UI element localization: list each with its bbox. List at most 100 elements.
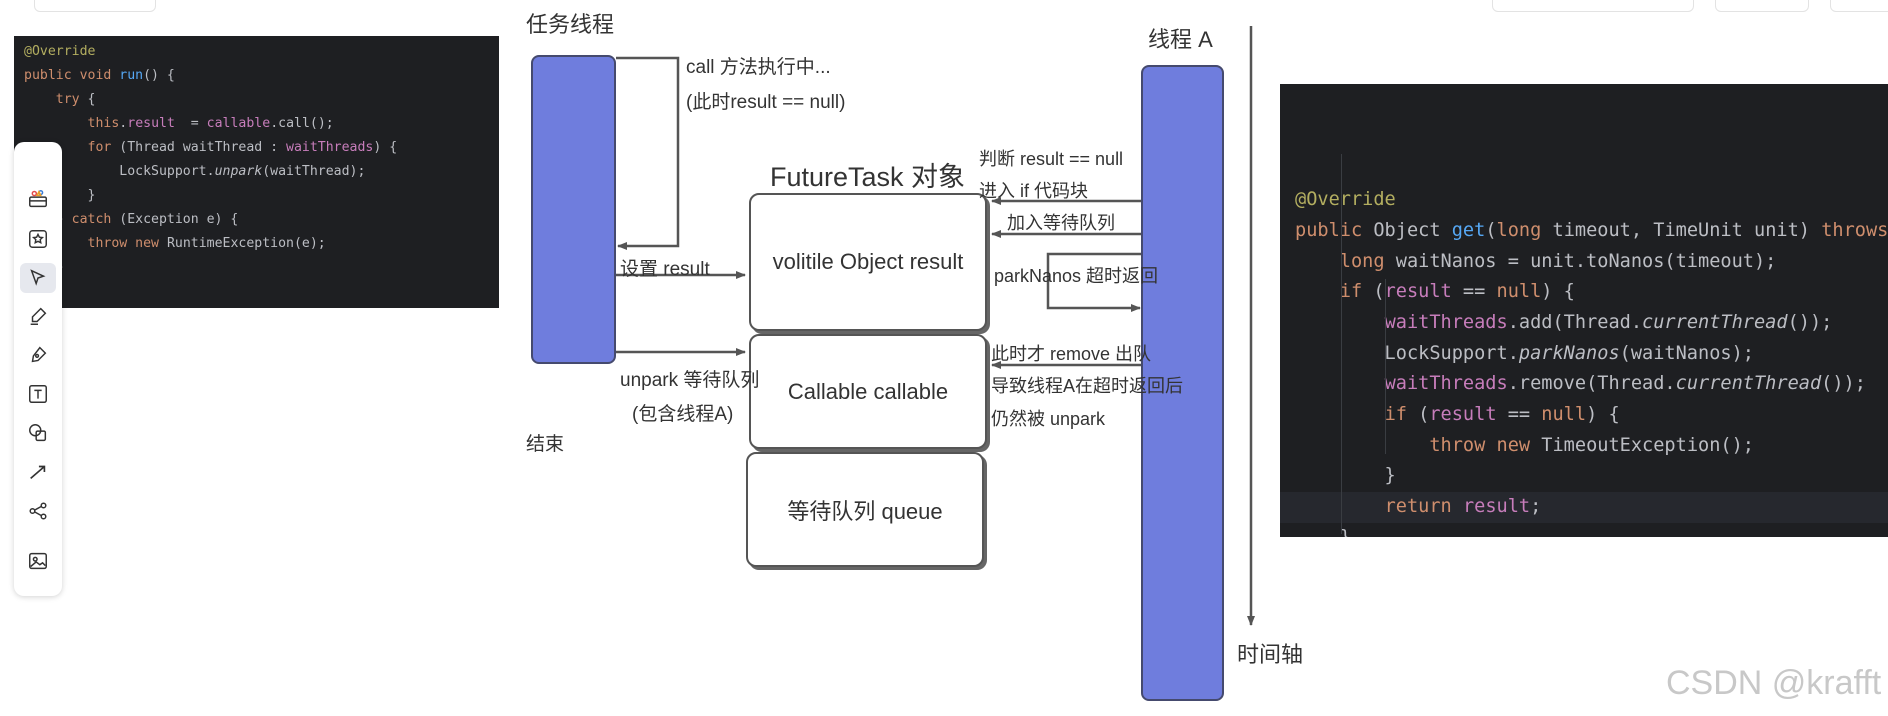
parknanos-timeout-label: parkNanos 超时返回	[994, 266, 1159, 286]
code-token: try	[55, 92, 80, 107]
thread-a-title: 线程 A	[1148, 27, 1213, 52]
remove-late-label-1: 此时才 remove 出队	[991, 344, 1152, 364]
code-line: }	[1295, 523, 1888, 537]
call-running-label: call 方法执行中...	[686, 57, 831, 78]
code-token: ) {	[373, 140, 398, 155]
code-line: public void run() {	[24, 64, 499, 88]
code-token: parkNanos	[1518, 342, 1620, 364]
code-line: if (result == null) {	[1295, 400, 1888, 431]
code-token: ) {	[1586, 404, 1620, 426]
code-token: public void	[24, 68, 120, 83]
code-token: .add(Thread.	[1507, 311, 1643, 333]
code-token: long	[1339, 250, 1385, 272]
code-token: currentThread	[1675, 373, 1822, 395]
task-thread-bar	[531, 55, 616, 364]
code-line: if (result == null) {	[1295, 277, 1888, 308]
code-token: if	[1339, 281, 1363, 303]
code-token: return	[1384, 496, 1452, 518]
code-token: (	[1362, 281, 1385, 303]
timeline-label: 时间轴	[1237, 642, 1304, 667]
code-line: this.result = callable.call();	[24, 112, 499, 136]
check-result-null-label: 判断 result == null	[979, 149, 1124, 169]
enter-if-label: 进入 if 代码块	[979, 181, 1089, 201]
end-label: 结束	[526, 434, 565, 455]
star-box-icon[interactable]	[20, 224, 56, 254]
image-icon[interactable]	[20, 546, 56, 576]
thread-a-bar	[1141, 65, 1224, 701]
join-queue-label: 加入等待队列	[1007, 213, 1115, 233]
code-token: LockSupport.	[24, 164, 215, 179]
code-token: null	[1496, 281, 1542, 303]
code-token: ());	[1821, 373, 1866, 395]
code-token: RuntimeException(e);	[159, 236, 326, 251]
marker-icon[interactable]	[20, 301, 56, 331]
code-token: }	[1295, 527, 1351, 537]
code-token: waitThreads	[286, 140, 374, 155]
code-line: }	[1295, 461, 1888, 492]
code-line: waitThreads.add(Thread.currentThread());	[1295, 308, 1888, 339]
code-token: LockSupport.	[1295, 342, 1519, 364]
code-line: LockSupport.parkNanos(waitNanos);	[1295, 339, 1888, 370]
cursor-icon[interactable]	[20, 263, 56, 293]
shapes-icon[interactable]	[20, 418, 56, 448]
unpark-queue-label: unpark 等待队列	[620, 370, 760, 391]
code-token: callable	[206, 116, 271, 131]
code-line: for (Thread waitThread : waitThreads) {	[24, 136, 499, 160]
code-token: throw new	[87, 236, 159, 251]
top-button-stub[interactable]	[1492, 0, 1694, 12]
code-token: @Override	[24, 44, 96, 59]
includes-thread-a-label: (包含线程A)	[632, 404, 734, 425]
code-token: (waitNanos);	[1619, 342, 1754, 364]
code-line: public Object get(long timeout, TimeUnit…	[1295, 216, 1888, 247]
code-token: =	[174, 116, 207, 131]
code-token: {	[79, 92, 96, 107]
code-token: .	[119, 116, 128, 131]
code-token: ) {	[1541, 281, 1575, 303]
code-token: unpark	[214, 164, 263, 179]
code-token: @Override	[1295, 189, 1396, 211]
code-token: currentThread	[1642, 311, 1788, 333]
code-token: () {	[143, 68, 175, 83]
remove-late-label-2: 导致线程A在超时返回后	[991, 376, 1184, 396]
pen-icon[interactable]	[20, 340, 56, 370]
top-tab-stub[interactable]	[34, 0, 156, 12]
code-token: result	[127, 116, 175, 131]
code-token: ());	[1787, 311, 1833, 333]
code-token: for	[87, 140, 112, 155]
code-token: throw new	[1429, 434, 1531, 456]
code-token: waitThreads	[1384, 373, 1508, 395]
task-thread-title: 任务线程	[526, 12, 615, 37]
code-line: LockSupport.unpark(waitThread);	[24, 160, 499, 184]
code-line: try {	[24, 88, 499, 112]
futuretask-title: FutureTask 对象	[770, 162, 966, 192]
code-token: throws	[1821, 219, 1888, 241]
share-nodes-icon[interactable]	[20, 496, 56, 526]
top-button-stub[interactable]	[1715, 0, 1809, 12]
code-token: result	[1384, 281, 1452, 303]
code-token: if	[1384, 404, 1407, 426]
code-token: null	[1541, 404, 1587, 426]
get-method-code-panel: @Override public Object get(long timeout,…	[1280, 84, 1888, 537]
result-field-box: volitile Object result	[749, 193, 987, 331]
code-token: waitNanos = unit.toNanos(timeout);	[1384, 250, 1777, 272]
text-box-icon[interactable]	[20, 379, 56, 409]
code-token: catch	[71, 212, 112, 227]
top-button-stub[interactable]	[1830, 0, 1888, 12]
result-null-note: (此时result == null)	[686, 92, 846, 113]
code-line: throw new RuntimeException(e);	[24, 232, 499, 256]
code-token: get	[1451, 219, 1486, 241]
code-token: (waitThread);	[262, 164, 366, 179]
code-token: ;	[1530, 496, 1542, 518]
wait-queue-box: 等待队列 queue	[746, 452, 984, 567]
toolbox-icon[interactable]	[20, 184, 56, 214]
code-token: }	[87, 188, 96, 203]
code-token: ==	[1496, 404, 1542, 426]
code-line: return result;	[1280, 492, 1888, 523]
line-arrow-icon[interactable]	[20, 457, 56, 487]
code-token: result	[1429, 404, 1497, 426]
code-token: (	[1485, 219, 1497, 241]
code-token: (Exception e) {	[111, 212, 239, 227]
code-token: this	[87, 116, 120, 131]
code-token: ==	[1451, 281, 1497, 303]
code-token: result	[1462, 496, 1531, 518]
